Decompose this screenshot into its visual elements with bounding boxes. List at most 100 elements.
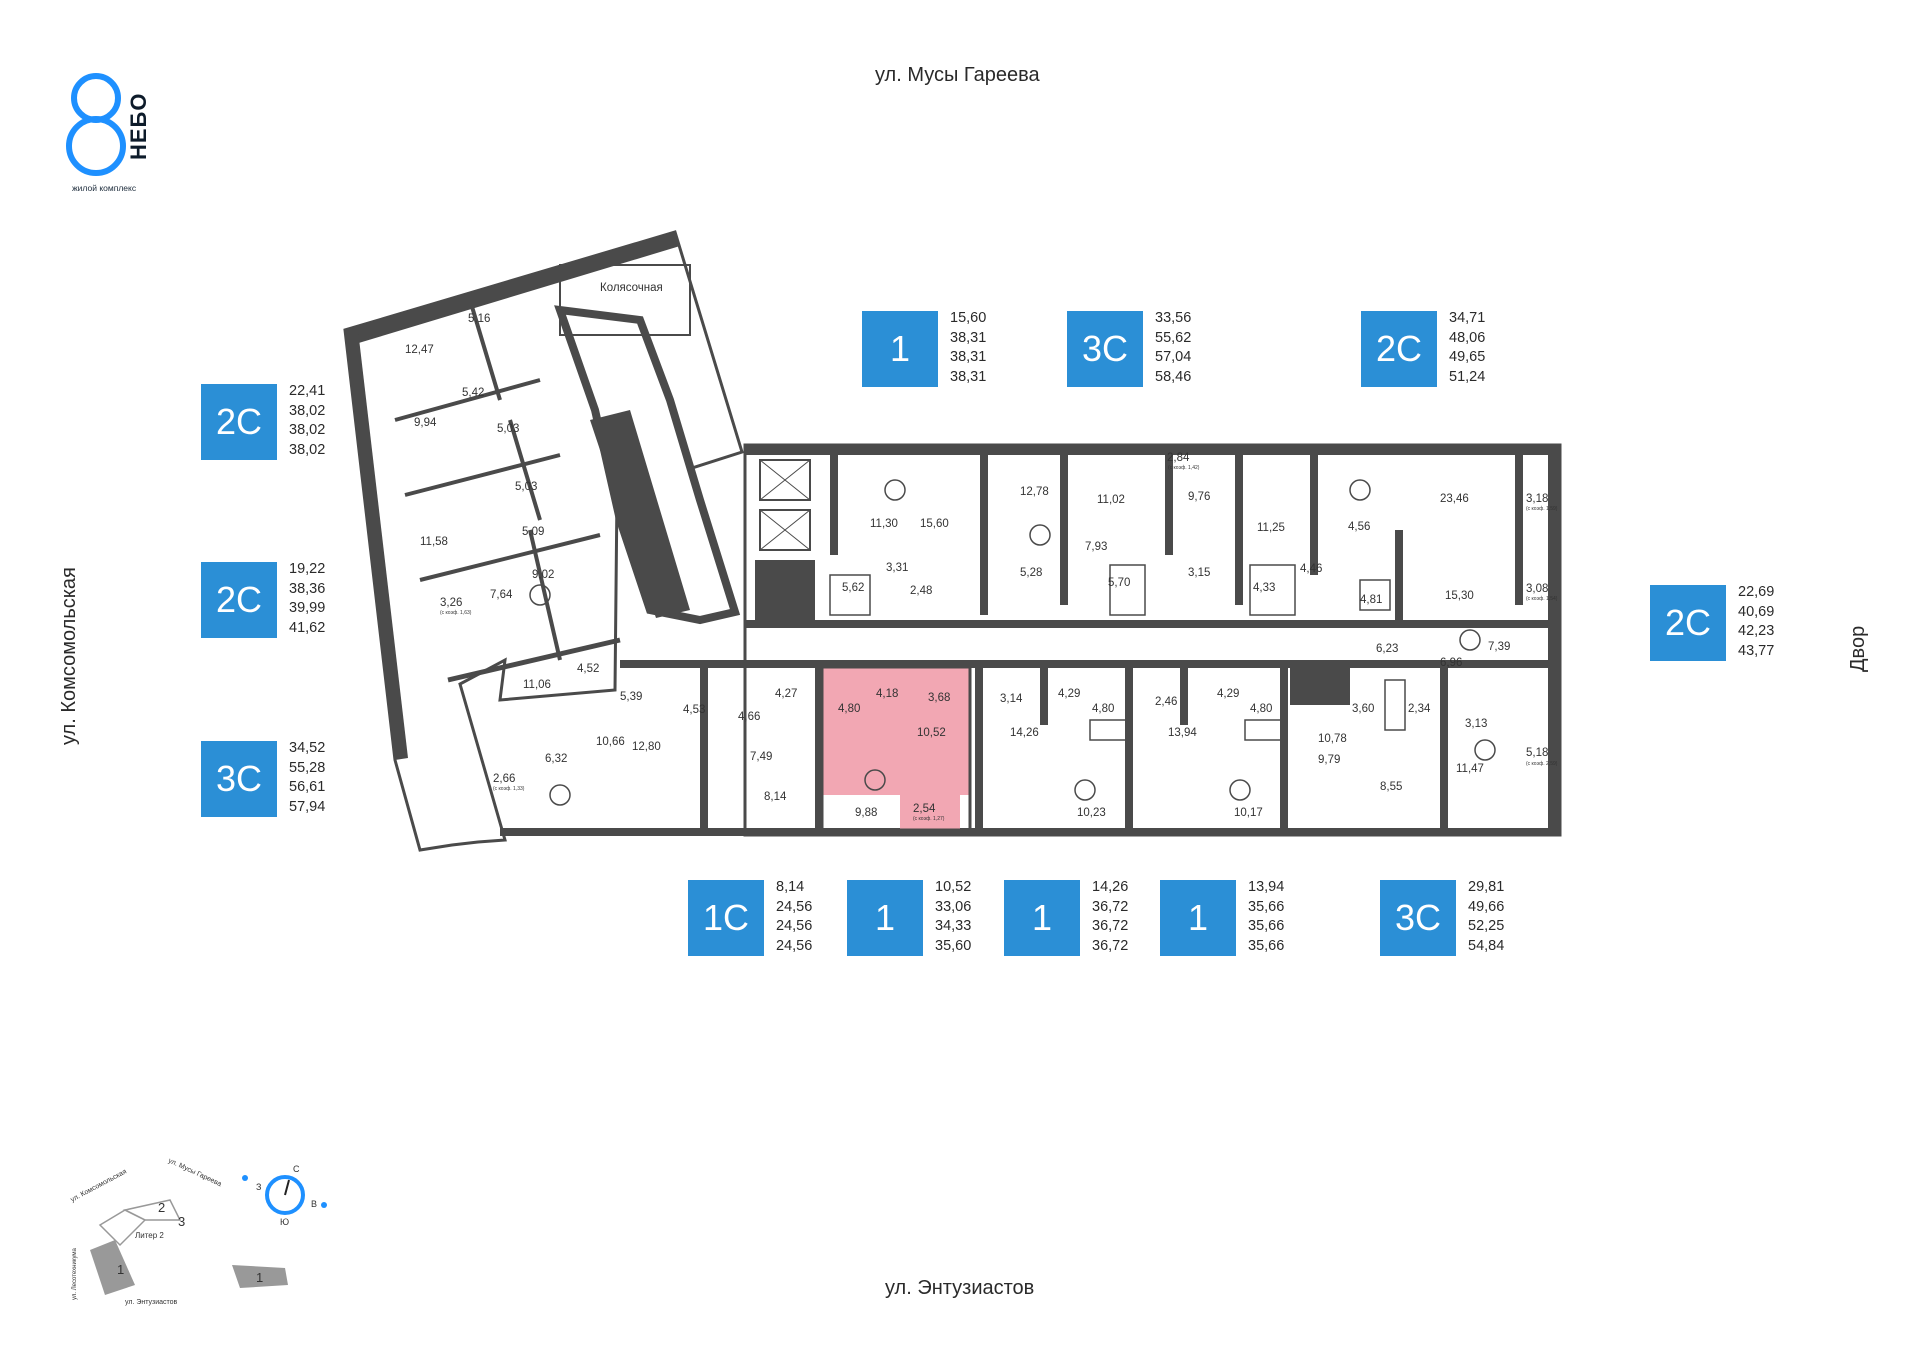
room-area: 6,32 (545, 753, 567, 765)
apartment-type-badge: 3С (1380, 880, 1456, 956)
area-value: 14,26 (1092, 879, 1129, 895)
apartment-legend[interactable]: 1 10,52 33,06 34,33 35,60 (847, 879, 972, 956)
room-area: 5,16 (468, 313, 490, 325)
room-area: 5,03 (515, 481, 537, 493)
apartment-type-badge: 1С (688, 880, 764, 956)
area-value: 35,66 (1248, 918, 1285, 934)
room-area: 5,18 (1526, 747, 1548, 759)
minimap-street: ул. Мусы Гареева (167, 1157, 222, 1188)
room-area: 7,64 (490, 589, 513, 601)
minimap-building: 3 (178, 1214, 185, 1229)
coef-note: (с коэф. 1,33) (493, 786, 525, 792)
area-value: 35,66 (1248, 937, 1285, 954)
room-area: 7,39 (1488, 641, 1510, 653)
room-area: 5,03 (497, 423, 519, 435)
room-area: 23,46 (1440, 493, 1469, 505)
room-area: 3,26 (440, 597, 462, 609)
area-value: 38,02 (289, 402, 326, 419)
coef-note: (с коэф. 1,54) (1526, 596, 1558, 602)
apartment-legend[interactable]: 1 15,60 38,31 38,31 38,31 (862, 309, 986, 387)
area-value: 49,65 (1449, 349, 1486, 365)
area-value: 38,02 (289, 422, 326, 438)
room-area: 2,46 (1155, 696, 1177, 708)
area-value: 41,62 (289, 619, 326, 636)
room-area: 11,58 (420, 536, 448, 548)
apartment-legend[interactable]: 1 13,94 35,66 35,66 35,66 (1160, 879, 1285, 956)
area-value: 48,06 (1449, 329, 1486, 346)
coefficient-notes: (с коэф. 1,42) (с коэф. 1,59) (с коэф. 1… (440, 465, 1558, 822)
room-area: 13,94 (1168, 727, 1197, 739)
coef-note: (с коэф. 1,59) (1526, 506, 1558, 512)
room-area: 6,23 (1376, 643, 1398, 655)
apartment-legend[interactable]: 2С 22,69 40,69 42,23 43,77 (1650, 584, 1774, 661)
apartment-legend[interactable]: 2С 22,41 38,02 38,02 38,02 (201, 382, 325, 460)
apartment-areas: 15,60 38,31 38,31 38,31 (950, 309, 986, 387)
apartment-legend[interactable]: 3С 34,52 55,28 56,61 57,94 (201, 740, 326, 817)
area-value: 24,56 (776, 937, 813, 954)
area-value: 38,31 (950, 368, 987, 385)
logo-subtitle: жилой комплекс (72, 183, 137, 193)
apartment-type-badge: 2С (1361, 311, 1437, 387)
area-value: 57,94 (289, 798, 326, 815)
room-area: 9,76 (1188, 491, 1210, 503)
apartment-legend[interactable]: 1 14,26 36,72 36,72 36,72 (1004, 878, 1128, 956)
apartment-legend[interactable]: 2С 19,22 38,36 39,99 41,62 (201, 560, 325, 638)
area-value: 35,66 (1248, 898, 1285, 915)
room-area: 12,80 (632, 741, 661, 753)
apartment-areas: 14,26 36,72 36,72 36,72 (1092, 878, 1128, 956)
room-area: 15,30 (1445, 590, 1474, 602)
compass-west: З (256, 1182, 261, 1192)
area-value: 19,22 (289, 561, 326, 577)
minimap-building: 1 (256, 1270, 263, 1285)
room-area: 3,14 (1000, 693, 1023, 705)
apartment-type-badge: 1 (862, 311, 938, 387)
area-value: 22,41 (289, 383, 326, 399)
stroller-room-label: Колясочная (600, 282, 663, 294)
apartment-type-badge: 3С (1067, 311, 1143, 387)
room-area: 8,55 (1380, 781, 1402, 793)
apartment-legend[interactable]: 3С 29,81 49,66 52,25 54,84 (1380, 879, 1505, 956)
apartment-areas: 22,41 38,02 38,02 38,02 (289, 382, 325, 460)
left-wing (343, 230, 744, 852)
room-area: 3,60 (1352, 703, 1374, 715)
area-value: 24,56 (776, 898, 813, 915)
room-area: 2,84 (1167, 452, 1190, 464)
apartment-legend[interactable]: 1С 8,14 24,56 24,56 24,56 (688, 879, 813, 956)
room-area: 9,02 (532, 569, 554, 581)
area-value: 34,33 (935, 918, 972, 934)
room-area: 6,96 (1440, 657, 1462, 669)
room-area: 11,25 (1257, 522, 1285, 534)
apartment-legend[interactable]: 2С 34,71 48,06 49,65 51,24 (1361, 310, 1486, 387)
minimap-liter: Литер 2 (135, 1231, 164, 1240)
room-labels: 5,16 12,47 5,42 9,94 5,03 5,03 11,58 5,0… (405, 313, 1548, 819)
room-area: 7,93 (1085, 541, 1107, 553)
logo-eight-icon (66, 73, 126, 176)
apartment-type-badge: 2С (1650, 585, 1726, 661)
logo: НЕБО (66, 72, 176, 202)
highlighted-apartment[interactable] (822, 667, 970, 795)
area-value: 24,56 (776, 918, 813, 934)
area-value: 38,31 (950, 329, 987, 346)
room-area: 10,17 (1234, 807, 1263, 819)
compass-east: В (311, 1199, 317, 1209)
site-minimap: 2 3 1 1 Литер 2 ул. Комсомольская ул. Му… (70, 1157, 327, 1306)
area-value: 13,94 (1248, 879, 1285, 895)
room-area: 2,54 (913, 803, 936, 815)
apartment-legend[interactable]: 3С 33,56 55,62 57,04 58,46 (1067, 309, 1191, 387)
apartment-areas: 33,56 55,62 57,04 58,46 (1155, 309, 1191, 387)
area-value: 54,84 (1468, 937, 1505, 954)
apartment-type-badge: 2С (201, 562, 277, 638)
room-area: 3,31 (886, 562, 908, 574)
apartment-areas: 19,22 38,36 39,99 41,62 (289, 560, 325, 638)
room-area: 2,48 (910, 585, 932, 597)
room-area: 3,08 (1526, 583, 1548, 595)
area-value: 33,06 (935, 898, 972, 915)
coef-note: (с коэф. 1,42) (1168, 465, 1200, 471)
room-area: 9,79 (1318, 754, 1340, 766)
room-area: 4,80 (1250, 703, 1272, 715)
coef-note: (с коэф. 1,27) (913, 816, 945, 822)
room-area: 11,02 (1097, 494, 1125, 506)
area-value: 55,28 (289, 759, 326, 776)
room-area: 15,60 (920, 518, 949, 530)
